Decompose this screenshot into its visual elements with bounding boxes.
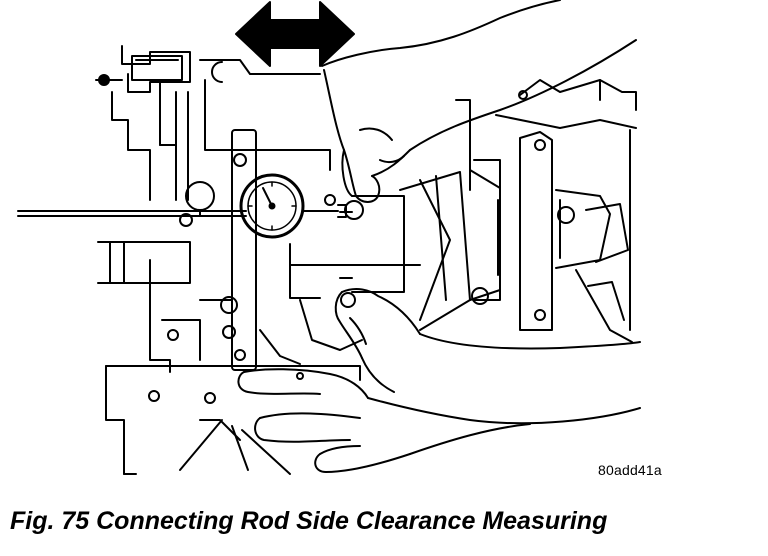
upper-hand [321,0,637,220]
flat-hand [105,365,641,475]
dial-indicator [17,45,347,239]
figure-caption: Fig. 75 Connecting Rod Side Clearance Me… [10,507,608,535]
double-arrow-icon [235,1,355,67]
figure-code: 80add41a [598,462,662,478]
illustration [17,0,641,475]
lower-hand [334,288,641,393]
